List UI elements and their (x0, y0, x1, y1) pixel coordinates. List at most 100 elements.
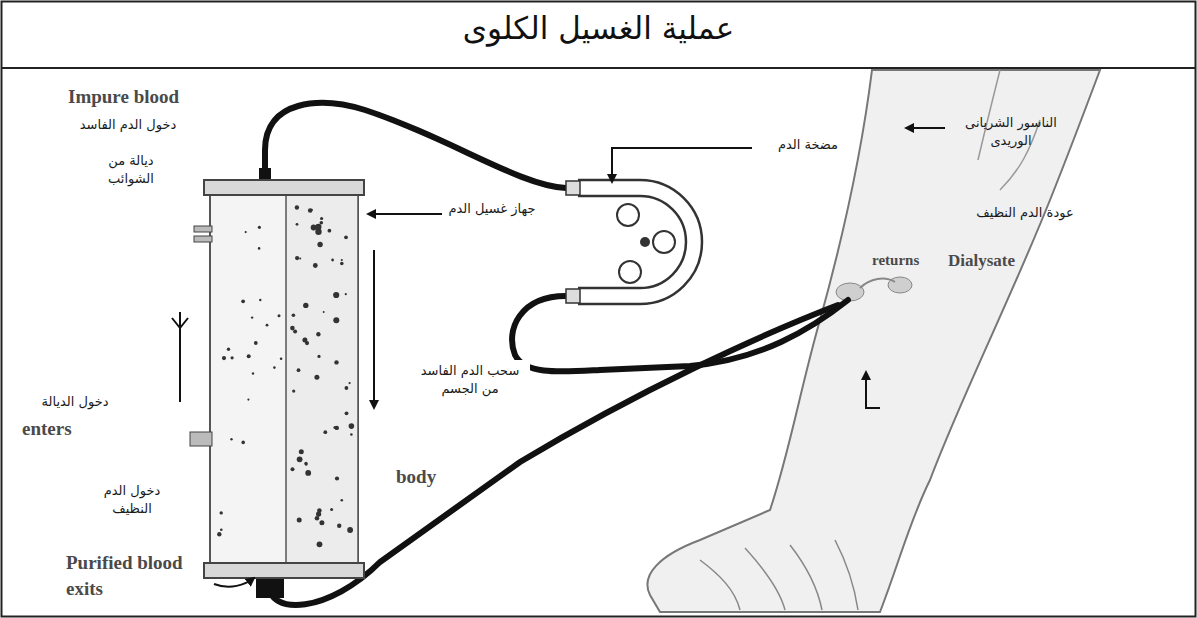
particle-dot (258, 247, 261, 250)
arabic-label: ديالة من الشوائب (92, 152, 170, 187)
particle-dot (291, 467, 295, 471)
particle-dot (241, 441, 245, 445)
particle-dot (337, 524, 341, 528)
particle-dot (345, 411, 349, 415)
particle-dot (304, 462, 307, 465)
particle-dot (323, 430, 327, 434)
arabic-label: سحب الدم الفاسد من الجسم (410, 360, 530, 399)
particle-dot (247, 399, 249, 401)
particle-dot (241, 299, 245, 303)
particle-dot (349, 382, 351, 384)
tubing (265, 103, 848, 605)
particle-dot (266, 324, 269, 327)
particle-dot (313, 263, 318, 268)
particle-dot (296, 223, 299, 226)
particle-dot (273, 366, 276, 369)
particle-dot (311, 209, 313, 211)
particle-dot (320, 217, 323, 220)
pointer-arrows (172, 128, 945, 587)
particle-dot (292, 390, 295, 393)
arabic-label: الناسور الشريانى الوريدى (946, 114, 1076, 149)
particle-dot (335, 476, 339, 480)
particle-dot (345, 293, 347, 295)
particle-dot (299, 258, 301, 260)
particle-dot (347, 527, 353, 533)
particle-dot (290, 326, 295, 331)
particle-dot (297, 518, 302, 523)
particle-dot (231, 356, 234, 359)
english-label: returns (872, 250, 942, 270)
particle-dot (280, 357, 283, 360)
particle-dot (323, 311, 325, 313)
particle-dot (341, 499, 344, 502)
blood-pump (566, 180, 702, 304)
particle-dot (333, 292, 339, 298)
english-label: body (396, 464, 466, 490)
particle-dot (345, 386, 349, 390)
arabic-label: مضخة الدم (758, 136, 858, 154)
particle-dot (333, 317, 339, 323)
particle-dot (247, 354, 251, 358)
particle-dot (331, 259, 334, 262)
arabic-label: دخول الدم الفاسد (58, 116, 198, 134)
particle-dot (316, 332, 320, 336)
particle-dot (317, 541, 323, 547)
particle-dot (305, 341, 309, 345)
particle-dot (245, 231, 247, 233)
particle-dot (320, 221, 324, 225)
header-rule (1, 67, 1196, 69)
particle-dot (254, 341, 258, 345)
particle-dot (308, 208, 313, 213)
particle-dot (317, 355, 320, 358)
particle-dot (330, 508, 333, 511)
particle-dot (314, 375, 319, 380)
particle-dot (333, 426, 336, 429)
particle-dot (315, 516, 320, 521)
arabic-label: عودة الدم النظيف (950, 204, 1100, 222)
english-label: enters (22, 416, 112, 442)
particle-dot (259, 299, 261, 301)
outlet-port (256, 576, 284, 598)
particle-dot (217, 532, 221, 536)
particle-dot (317, 242, 322, 247)
english-label: Impure blood (68, 84, 228, 110)
particle-dot (341, 259, 343, 261)
particle-dot (328, 229, 332, 233)
particle-dot (316, 511, 321, 516)
particle-dot (258, 226, 261, 229)
particle-dot (340, 262, 344, 266)
particle-dot (303, 303, 308, 308)
arabic-label: دخول الديالة (20, 393, 130, 411)
english-label: Dialysate (948, 250, 1058, 273)
particle-dot (251, 316, 253, 318)
particle-dot (305, 470, 311, 476)
particle-dot (349, 423, 355, 429)
diagram-title: عملية الغسيل الكلوى (0, 10, 1197, 46)
particle-dot (278, 314, 281, 317)
particle-dot (227, 348, 230, 351)
particle-dot (222, 356, 226, 360)
english-label: Purified blood exits (66, 550, 186, 601)
particle-dot (334, 360, 338, 364)
particle-dot (350, 433, 353, 436)
particle-dot (297, 456, 303, 462)
particle-dot (220, 528, 223, 531)
particle-dot (344, 235, 348, 239)
particle-dot (292, 313, 296, 317)
dialyzer (190, 180, 364, 578)
particle-dot (220, 511, 223, 514)
arm (647, 70, 1100, 612)
particle-dot (319, 520, 324, 525)
particle-dot (315, 224, 321, 230)
particle-dot (295, 205, 299, 209)
arabic-label: جهاز غسيل الدم (446, 200, 538, 218)
particle-dot (295, 256, 299, 260)
particle-dot (293, 329, 297, 333)
arabic-label: دخول الدم النظيف (92, 482, 172, 517)
particle-dot (252, 372, 254, 374)
particle-dot (297, 368, 301, 372)
particle-dot (299, 449, 304, 454)
